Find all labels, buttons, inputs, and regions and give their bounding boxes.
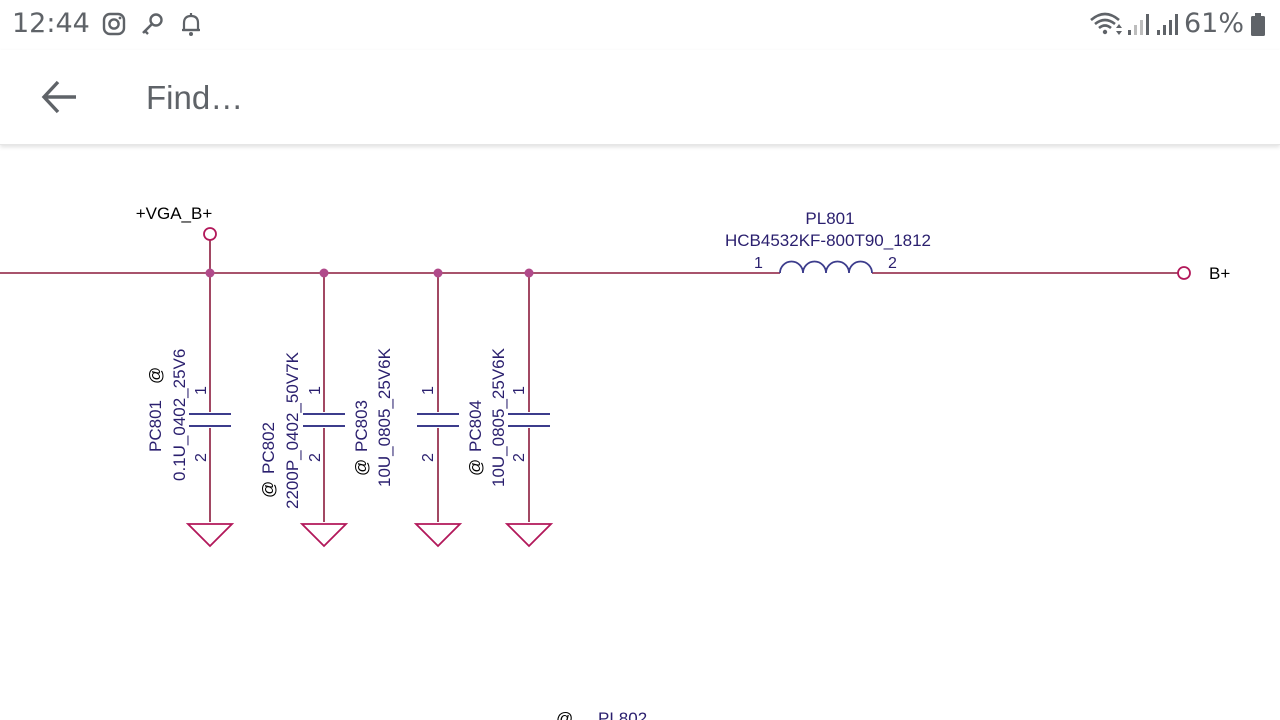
cap-value: 10U_0805_25V6K	[375, 347, 394, 487]
cap-pin2: 2	[193, 453, 210, 462]
battery-percent: 61%	[1183, 8, 1244, 39]
back-button[interactable]	[28, 70, 92, 124]
signal-icon	[1128, 14, 1149, 35]
capacitor-pc804	[504, 268, 554, 548]
cap-ref: PC804	[466, 400, 485, 452]
cap-value: 2200P_0402_50V7K	[283, 351, 302, 509]
capacitor-pc803	[413, 268, 463, 548]
arrow-left-icon	[41, 80, 76, 114]
cap-value: 10U_0805_25V6K	[489, 347, 508, 487]
capacitor-pc801	[185, 268, 235, 548]
cap-ref: PC802	[259, 422, 278, 474]
cap-pin1: 1	[420, 386, 437, 395]
partial-at: @	[556, 709, 573, 720]
net-label-b: B+	[1209, 264, 1230, 283]
inductor-pin1: 1	[754, 255, 763, 272]
instagram-icon	[102, 12, 126, 36]
status-time: 12:44	[12, 8, 90, 39]
cap-value: 0.1U_0402_25V6	[170, 349, 189, 481]
cap-ref: PC803	[352, 400, 371, 452]
cap-ref: PC801	[146, 400, 165, 452]
partial-ref: PL802	[598, 709, 647, 720]
cap-pin1: 1	[511, 386, 528, 395]
cap-at: @	[259, 481, 278, 498]
signal-icon	[1157, 14, 1178, 35]
cap-at: @	[352, 459, 371, 476]
cap-pin2: 2	[511, 453, 528, 462]
cap-pin1: 1	[193, 386, 210, 395]
inductor-value: HCB4532KF-800T90_1812	[725, 231, 931, 250]
battery-icon	[1251, 13, 1265, 36]
inductor-ref: PL801	[805, 209, 854, 228]
net-label-vga: +VGA_B+	[136, 204, 213, 223]
inductor-pin2: 2	[888, 255, 897, 272]
cap-at: @	[146, 367, 165, 384]
capacitor-pc802	[299, 268, 349, 548]
cap-pin2: 2	[420, 453, 437, 462]
cap-pin2: 2	[307, 453, 324, 462]
schematic-canvas[interactable]: +VGA_B+ B+ PL801 HCB4532KF-800T90_1812 1…	[0, 145, 1280, 720]
find-input[interactable]	[144, 74, 748, 122]
cap-at: @	[466, 459, 485, 476]
cap-pin1: 1	[307, 386, 324, 395]
inductor-coil	[779, 260, 873, 274]
key-icon	[142, 13, 163, 35]
wifi-icon	[1090, 12, 1122, 35]
app-bar	[0, 50, 1280, 145]
net-port	[203, 227, 217, 241]
net-port	[1177, 266, 1191, 280]
status-bar: 12:44 61%	[0, 0, 1280, 50]
bell-icon	[182, 13, 200, 36]
